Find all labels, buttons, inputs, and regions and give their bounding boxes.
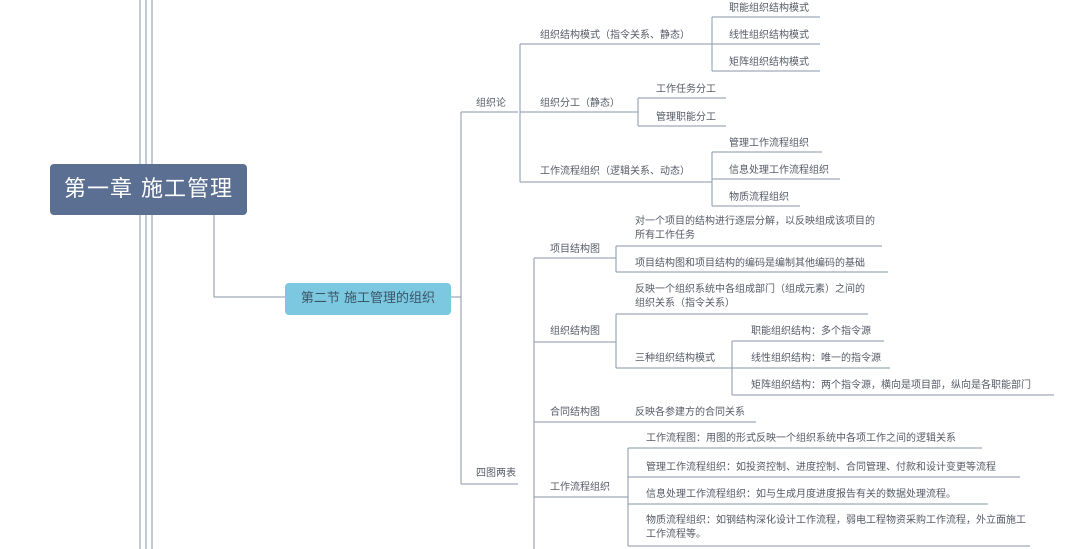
topic-org-structure-desc[interactable]: 反映一个组织系统中各组成部门（组成元素）之间的组织关系（指令关系）	[635, 284, 865, 309]
topic-division-item[interactable]: 管理职能分工	[656, 112, 716, 123]
topic-workflow-chart[interactable]: 工作流程组织	[550, 482, 610, 493]
topic-org-mode-item[interactable]: 线性组织结构：唯一的指令源	[751, 353, 881, 364]
topic-workflow-org-item[interactable]: 管理工作流程组织	[729, 138, 809, 149]
topic-structure-mode[interactable]: 组织结构模式（指令关系、静态）	[540, 30, 690, 41]
topic-division-item[interactable]: 工作任务分工	[656, 84, 716, 95]
topic-project-structure-item[interactable]: 对一个项目的结构进行逐层分解，以反映组成该项目的所有工作任务	[635, 216, 875, 241]
topic-four-charts[interactable]: 四图两表	[476, 468, 516, 479]
topic-contract-structure-desc[interactable]: 反映各参建方的合同关系	[635, 407, 745, 418]
topic-org-structure[interactable]: 组织结构图	[550, 326, 600, 337]
topic-workflow-chart-item[interactable]: 信息处理工作流程组织：如与生成月度进度报告有关的数据处理流程。	[646, 489, 956, 500]
topic-project-structure[interactable]: 项目结构图	[550, 244, 600, 255]
topic-workflow-org-item[interactable]: 物质流程组织	[729, 192, 789, 203]
topic-structure-mode-item[interactable]: 职能组织结构模式	[729, 3, 809, 14]
topic-contract-structure[interactable]: 合同结构图	[550, 407, 600, 418]
topic-division[interactable]: 组织分工（静态）	[540, 98, 620, 109]
topic-structure-mode-item[interactable]: 线性组织结构模式	[729, 30, 809, 41]
topic-org-theory[interactable]: 组织论	[476, 98, 506, 109]
topic-workflow-chart-item[interactable]: 物质流程组织：如钢结构深化设计工作流程，弱电工程物资采购工作流程，外立面施工工作…	[646, 515, 1026, 540]
topic-structure-mode-item[interactable]: 矩阵组织结构模式	[729, 57, 809, 68]
topic-org-mode-item[interactable]: 职能组织结构：多个指令源	[751, 326, 871, 337]
topic-org-mode-item[interactable]: 矩阵组织结构：两个指令源，横向是项目部，纵向是各职能部门	[751, 380, 1031, 391]
topic-org-modes[interactable]: 三种组织结构模式	[635, 353, 715, 364]
topic-workflow-chart-item[interactable]: 管理工作流程组织：如投资控制、进度控制、合同管理、付款和设计变更等流程	[646, 462, 996, 473]
topic-project-structure-item[interactable]: 项目结构图和项目结构的编码是编制其他编码的基础	[635, 258, 865, 269]
root-topic[interactable]: 第一章 施工管理	[50, 164, 247, 215]
topic-workflow-chart-item[interactable]: 工作流程图：用图的形式反映一个组织系统中各项工作之间的逻辑关系	[646, 433, 956, 444]
topic-workflow-org[interactable]: 工作流程组织（逻辑关系、动态）	[540, 166, 690, 177]
section-topic[interactable]: 第二节 施工管理的组织	[285, 283, 451, 315]
topic-workflow-org-item[interactable]: 信息处理工作流程组织	[729, 165, 829, 176]
